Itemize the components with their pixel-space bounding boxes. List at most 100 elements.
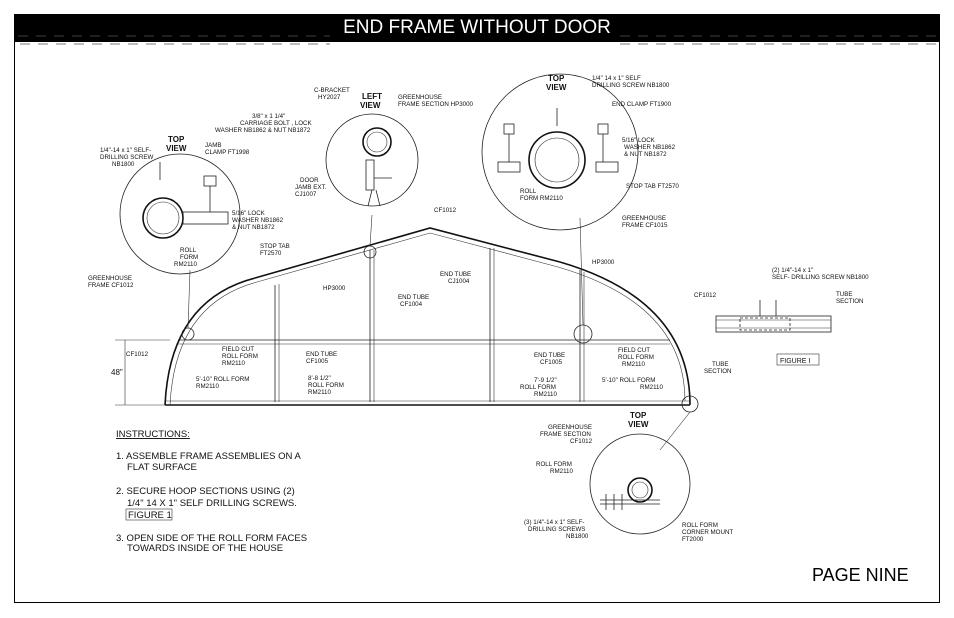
label-instructions-step2c: FIGURE 1 [128,510,172,521]
label-detail-top-view-right-heading1: TOP [548,74,565,83]
label-detail-top-view-left-stop-0: STOP TAB [260,243,290,250]
label-instructions-step3a: 3. OPEN SIDE OF THE ROLL FORM FACES [116,533,307,544]
label-figure1-screw-0: (2) 1/4"-14 x 1" [772,267,813,274]
detail-top-view-right: TOP VIEW 1/4" 14 x 1" SELF DRILLING SCRE… [481,73,679,231]
label-figure1-tube-top-0: TUBE [836,291,853,298]
label-instructions-step2b: 1/4" 14 X 1" SELF DRILLING SCREWS. [127,498,297,509]
label-figure1-tube-bottom-0: TUBE [712,361,729,368]
instructions: INSTRUCTIONS: 1. ASSEMBLE FRAME ASSEMBLI… [116,429,307,554]
label-instructions-step2a: 2. SECURE HOOP SECTIONS USING (2) [116,486,295,497]
label-detail-top-view-left-roll-2: RM2110 [174,261,197,268]
label-figure1-screw-1: SELF- DRILLING SCREW NB1800 [772,274,869,281]
label-frame-labels-field-cut-left-2: RM2110 [222,360,245,367]
label-detail-top-view-left-lock-0: 5/16" LOCK [232,210,266,217]
label-frame-labels-cf1012-right: CF1012 [694,292,717,299]
label-detail-top-view-left-frame-1: FRAME CF1012 [88,282,134,289]
label-detail-left-view-heading2: VIEW [360,101,381,110]
label-figure1-label: FIGURE I [780,358,810,365]
label-detail-top-view-left-heading2: VIEW [166,144,187,153]
title-dash-lines [18,35,936,45]
label-frame-labels-field-cut-right-2: RM2110 [622,361,645,368]
label-detail-left-view-door-2: CJ1007 [295,191,317,198]
label-detail-left-view-bracket-1: HY2027 [318,94,341,101]
label-detail-bottom-screws-2: NB1800 [566,533,589,540]
label-detail-top-view-right-screw-0: 1/4" 14 x 1" SELF [592,75,641,82]
label-detail-bottom-mount-1: CORNER MOUNT [682,529,733,536]
label-detail-top-view-left-heading1: TOP [168,135,185,144]
label-instructions-step3b: TOWARDS INSIDE OF THE HOUSE [127,543,283,554]
label-frame-labels-field-cut-right-1: ROLL FORM [618,354,654,361]
label-detail-top-view-right-roll-1: FORM RM2110 [520,195,563,202]
label-detail-top-view-right-clamp: END CLAMP FT1900 [612,101,672,108]
left-hoop [164,277,256,406]
figure-1: (2) 1/4"-14 x 1" SELF- DRILLING SCREW NB… [704,267,869,375]
label-detail-left-view-section-1: FRAME SECTION HP3000 [398,101,474,108]
leader-lines [187,214,691,451]
frame-labels: CF1012 HP3000 HP3000 CF1012 CF1012 END T… [126,207,717,398]
label-frame-labels-end-tube-mid-1: CF1004 [400,301,423,308]
label-detail-top-view-right-frame-0: GREENHOUSE [622,215,666,222]
label-detail-bottom-section-1: FRAME SECTION [540,431,591,438]
label-detail-top-view-left-clamp-0: JAMB [205,142,222,149]
label-detail-left-view-bracket-0: C-BRACKET [314,87,350,94]
label-frame-labels-end-tube-upper-1: CJ1004 [448,278,470,285]
label-detail-top-view-right-roll-0: ROLL [520,188,537,195]
label-frame-labels-roll-76-0: 7'-9 1/2" [534,377,557,384]
label-detail-bottom-screws-1: DRILLING SCREWS [528,526,585,533]
label-frame-labels-end-tube-right-1: CF1005 [540,359,563,366]
label-detail-top-view-left-frame-0: GREENHOUSE [88,275,132,282]
label-detail-top-view-left-lock-1: WASHER NB1862 [232,217,284,224]
label-detail-top-view-right-screw-1: DRILLING SCREW NB1800 [592,82,670,89]
label-detail-top-view-right-lock-2: & NUT NB1872 [624,151,667,158]
label-detail-top-view-left-screw-2: NB1800 [112,161,135,168]
label-frame-labels-roll-76-2: RM2110 [534,391,557,398]
detail-top-view-left: TOP VIEW 1/4"-14 x 1" SELF- DRILLING SCR… [88,135,290,289]
label-frame-labels-hp3000-left: HP3000 [323,285,346,292]
label-instructions-step1b: FLAT SURFACE [127,462,197,473]
label-detail-top-view-left-clamp-1: CLAMP FT1998 [205,149,250,156]
label-detail-left-view-section-0: GREENHOUSE [398,94,442,101]
label-frame-labels-roll-510-right-0: 5'-10" ROLL FORM [602,377,655,384]
label-detail-left-view-door-0: DOOR [300,177,319,184]
label-frame-labels-roll-76-1: ROLL FORM [520,384,556,391]
label-frame-labels-end-tube-low-1: CF1005 [306,358,329,365]
label-figure1-tube-bottom-1: SECTION [704,368,732,375]
label-detail-left-view-bolt-2: WASHER NB1862 & NUT NB1872 [215,127,311,134]
label-detail-left-view-heading1: LEFT [362,92,382,101]
detail-left-view: LEFT VIEW C-BRACKET HY2027 3/8" x 1 1/4"… [215,87,474,207]
label-instructions-heading: INSTRUCTIONS: [116,429,190,440]
label-detail-left-view-bolt-1: CARRIAGE BOLT , LOCK [240,120,313,127]
label-detail-bottom-roll-0: ROLL FORM [536,461,572,468]
page-number-label: PAGE NINE [812,565,909,585]
label-frame-labels-roll-510-left-1: RM2110 [196,383,219,390]
label-detail-bottom-section-0: GREENHOUSE [548,424,592,431]
label-detail-top-view-left-stop-1: FT2570 [260,250,282,257]
label-frame-labels-field-cut-left-1: ROLL FORM [222,353,258,360]
dimension-48: 48" [111,368,123,377]
label-detail-top-view-left-lock-2: & NUT NB1872 [232,224,275,231]
label-frame-labels-end-tube-low-0: END TUBE [306,351,337,358]
label-detail-top-view-right-stop: STOP TAB FT2570 [626,183,679,190]
label-detail-bottom-section-2: CF1012 [570,438,593,445]
label-detail-bottom-roll-1: RM2110 [550,468,573,475]
label-detail-bottom-heading1: TOP [630,411,647,420]
detail-bottom-top-view: TOP VIEW GREENHOUSE FRAME SECTION CF1012… [524,411,733,543]
label-detail-bottom-mount-2: FT2000 [682,536,704,543]
label-detail-top-view-right-lock-1: WASHER NB1862 [624,144,676,151]
label-frame-labels-roll-86-1: ROLL FORM [308,382,344,389]
label-frame-labels-cf1012-peak: CF1012 [434,207,457,214]
label-frame-labels-hp3000-right: HP3000 [592,259,615,266]
label-frame-labels-cf1012-left: CF1012 [126,351,149,358]
label-detail-top-view-left-roll-1: FORM [180,254,198,261]
label-frame-labels-roll-86-0: 8'-8 1/2" [308,375,331,382]
label-frame-labels-end-tube-mid-0: END TUBE [398,294,429,301]
label-frame-labels-end-tube-upper-0: END TUBE [440,271,471,278]
label-detail-left-view-door-1: JAMB EXT. [295,184,327,191]
label-detail-bottom-screws-0: (3) 1/4"-14 x 1" SELF- [524,519,584,526]
label-instructions-step1a: 1. ASSEMBLE FRAME ASSEMBLIES ON A [116,451,301,462]
label-frame-labels-field-cut-right-0: FIELD CUT [618,347,650,354]
label-detail-bottom-mount-0: ROLL FORM [682,522,718,529]
end-frame: 48" [111,227,699,413]
label-detail-top-view-right-frame-1: FRAME CF1015 [622,222,668,229]
